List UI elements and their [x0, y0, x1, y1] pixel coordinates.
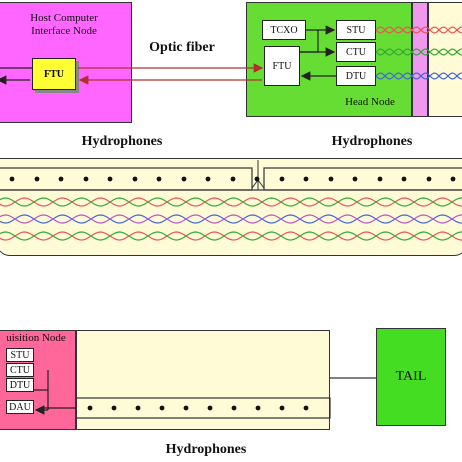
hydrophone-dot — [450, 176, 456, 182]
cable-pair-wire — [0, 231, 462, 241]
hydrophone-dot — [181, 176, 187, 182]
acq-dau-box: DAU — [6, 400, 34, 414]
head-pair-wire — [375, 48, 462, 56]
hydrophone-dot — [352, 176, 358, 182]
ftu-stu-link — [300, 30, 319, 53]
hydrophones-label-top-left: Hydrophones — [81, 134, 163, 149]
cable-pair-wire — [0, 214, 462, 224]
hydrophone-dot — [83, 176, 89, 182]
hydrophone-dot — [159, 405, 165, 411]
acquisition-node-title: uisition Node — [6, 332, 66, 344]
hydrophone-dot — [205, 176, 211, 182]
head-dtu-box: DTU — [336, 66, 376, 86]
hydrophone-dot — [303, 405, 309, 411]
hydrophone-dot — [156, 176, 162, 182]
head-twisted-pairs — [375, 26, 462, 80]
cable-twisted-pairs — [0, 197, 462, 241]
hydrophones-label-bottom: Hydrophones — [165, 442, 247, 457]
cable-pair-wire — [0, 197, 462, 207]
host-node-title: Host Computer Interface Node — [0, 12, 132, 38]
hydrophone-dot — [207, 405, 213, 411]
head-stu-box: STU — [336, 20, 376, 40]
bottom-cable-section — [76, 330, 330, 430]
head-ctu-box: CTU — [336, 42, 376, 62]
hydrophone-dot — [107, 176, 113, 182]
hydrophone-dot — [34, 176, 40, 182]
hydrophone-dot — [111, 405, 117, 411]
hydrophone-dot — [230, 176, 236, 182]
cable-pair-wire — [0, 197, 462, 207]
hydrophone-dot — [303, 176, 309, 182]
hydrophone-dot — [254, 176, 260, 182]
tcxo-box: TCXO — [262, 20, 306, 40]
hydrophone-dot — [426, 176, 432, 182]
hydrophone-dots — [9, 176, 456, 182]
hydrophone-dot — [58, 176, 64, 182]
hydrophone-section-right — [263, 167, 462, 191]
head-node-pink-strip — [412, 2, 428, 117]
acq-ctu-box: CTU — [6, 363, 34, 377]
hydrophone-dot — [401, 176, 407, 182]
hydrophone-section-left — [0, 167, 253, 191]
hydrophone-dot — [132, 176, 138, 182]
hydrophone-dot — [328, 176, 334, 182]
hydrophone-dot — [87, 405, 93, 411]
cable-pair-wire — [0, 214, 462, 224]
acq-dtu-box: DTU — [6, 378, 34, 392]
host-node-title-line2: Interface Node — [31, 25, 97, 37]
hydrophone-dot — [279, 405, 285, 411]
hydrophone-dot — [135, 405, 141, 411]
hydrophone-dot — [377, 176, 383, 182]
bottom-hydrophone-dots — [87, 405, 309, 411]
hydrophone-dot — [255, 405, 261, 411]
head-pair-wire — [375, 26, 462, 34]
hydrophone-dot — [231, 405, 237, 411]
optic-fiber-label: Optic fiber — [149, 40, 215, 55]
host-node-title-line1: Host Computer — [30, 12, 98, 24]
head-ftu-box: FTU — [264, 46, 300, 86]
cable-pair-wire — [0, 231, 462, 241]
head-node-cable-strip — [428, 2, 462, 117]
host-ftu-box: FTU — [32, 58, 76, 90]
acq-stu-box: STU — [6, 348, 34, 362]
head-pair-wire — [375, 72, 462, 80]
hydrophone-dot — [183, 405, 189, 411]
head-node-label: Head Node — [345, 96, 395, 108]
hydrophone-dot — [279, 176, 285, 182]
hydrophone-dot — [9, 176, 15, 182]
tail-node: TAIL — [376, 328, 446, 426]
hydrophones-label-top-right: Hydrophones — [331, 134, 413, 149]
